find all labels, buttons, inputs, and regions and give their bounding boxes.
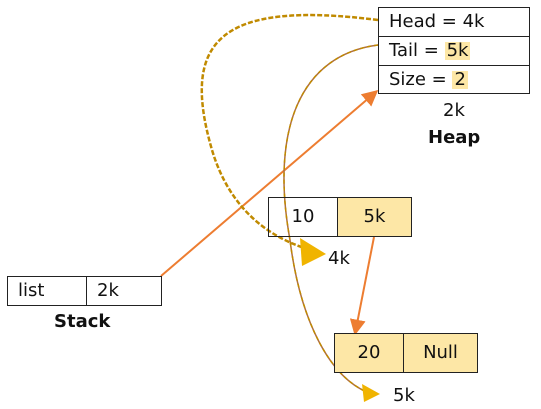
stack-frame: list 2k [7,276,162,306]
arrowhead-5k [362,384,380,402]
stack-label: Stack [54,311,111,332]
stack-var-value: 2k [97,280,119,301]
heap-head-prefix: Head = [389,11,463,32]
node2: 20 Null [334,333,478,373]
heap-label: Heap [428,127,481,148]
heap-address: 2k [443,100,465,121]
head-pointer-curve [200,13,379,254]
heap-row-tail: Tail = 5k [379,37,529,66]
node2-data: 20 [335,334,404,372]
node1: 10 5k [268,197,412,237]
heap-row-size: Size = 2 [379,66,529,94]
stack-to-heap-arrow [160,89,379,277]
stack-var-name: list [8,277,87,305]
node1-next: 5k [338,198,411,236]
heap-tail-value: 5k [444,40,471,61]
tail-pointer-curve-dash [283,44,379,395]
heap-size-prefix: Size = [389,69,453,90]
node2-next: Null [404,334,477,372]
node1-data: 10 [269,198,338,236]
node2-address: 5k [393,385,415,406]
heap-head-value: 4k [462,11,485,32]
heap-size-value: 2 [452,69,468,90]
heap-object: Head = 4k Tail = 5k Size = 2 [378,7,530,94]
heap-row-head: Head = 4k [379,8,529,37]
node1-to-node2-arrow [349,236,375,336]
heap-tail-prefix: Tail = [389,40,445,61]
node1-address: 4k [328,248,350,269]
arrowhead-4k [300,238,326,266]
